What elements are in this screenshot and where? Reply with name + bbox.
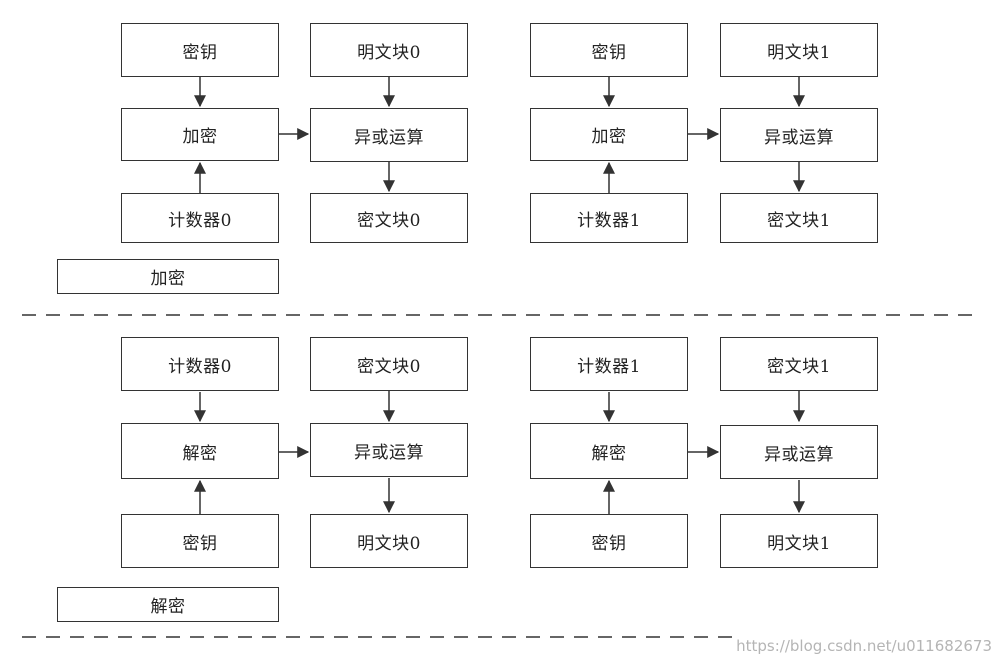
plaintext-block-box: 明文块0 xyxy=(310,23,468,77)
key-box: 密钥 xyxy=(530,23,688,77)
decrypt-box: 解密 xyxy=(121,423,279,479)
counter-box: 计数器0 xyxy=(121,193,279,243)
decrypt-box: 解密 xyxy=(530,423,688,479)
key-box: 密钥 xyxy=(530,514,688,568)
xor-box: 异或运算 xyxy=(310,423,468,477)
xor-box: 异或运算 xyxy=(720,425,878,479)
counter-box: 计数器1 xyxy=(530,337,688,391)
decryption-caption: 解密 xyxy=(57,587,279,622)
key-box: 密钥 xyxy=(121,23,279,77)
ciphertext-block-box: 密文块1 xyxy=(720,337,878,391)
plaintext-block-box: 明文块1 xyxy=(720,514,878,568)
watermark: https://blog.csdn.net/u011682673 xyxy=(736,637,992,655)
encrypt-box: 加密 xyxy=(121,108,279,161)
counter-box: 计数器0 xyxy=(121,337,279,391)
ciphertext-block-box: 密文块0 xyxy=(310,337,468,391)
encryption-caption: 加密 xyxy=(57,259,279,294)
ciphertext-block-box: 密文块1 xyxy=(720,193,878,243)
counter-box: 计数器1 xyxy=(530,193,688,243)
xor-box: 异或运算 xyxy=(720,108,878,162)
key-box: 密钥 xyxy=(121,514,279,568)
plaintext-block-box: 明文块0 xyxy=(310,514,468,568)
xor-box: 异或运算 xyxy=(310,108,468,162)
ciphertext-block-box: 密文块0 xyxy=(310,193,468,243)
encrypt-box: 加密 xyxy=(530,108,688,161)
plaintext-block-box: 明文块1 xyxy=(720,23,878,77)
